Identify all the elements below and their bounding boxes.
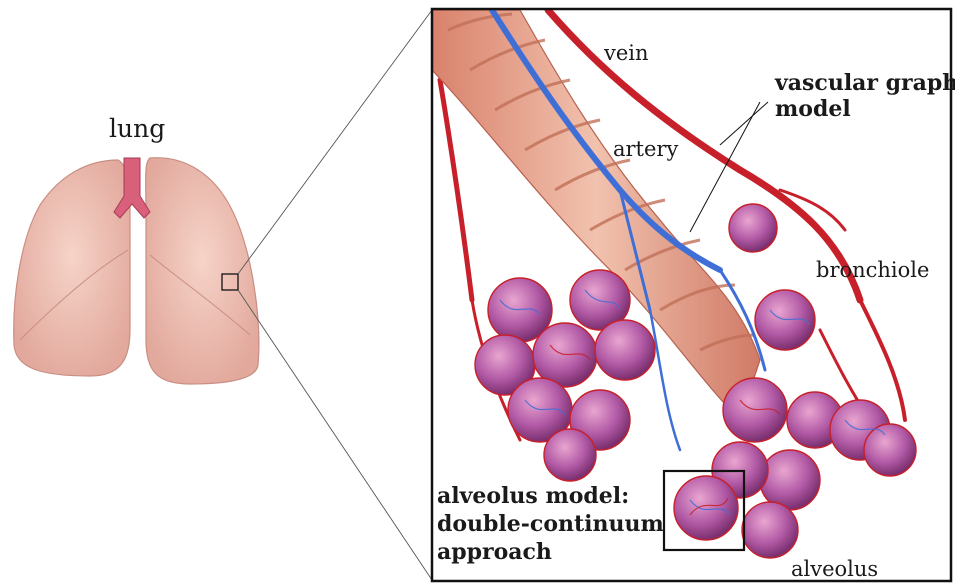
left-lung xyxy=(14,160,130,376)
vascular-graph-model-label-line2: model xyxy=(775,98,851,120)
zoom-line-top xyxy=(238,10,432,274)
zoom-line-bottom xyxy=(238,290,432,580)
alveolus-model-label-line2: double-continuum xyxy=(437,513,664,535)
vein-label: vein xyxy=(604,43,649,64)
lung-illustration xyxy=(14,158,259,384)
vascular-graph-model-label-line1: vascular graph xyxy=(775,72,955,94)
bronchiole-label: bronchiole xyxy=(816,260,929,281)
artery-label: artery xyxy=(613,139,678,160)
right-lung xyxy=(146,158,259,384)
alveolus-label: alveolus xyxy=(791,559,878,580)
lung-label: lung xyxy=(109,116,165,141)
vgm-pointer-2 xyxy=(720,102,768,145)
alveolus-model-label-line1: alveolus model: xyxy=(437,485,629,507)
alveolus-model-label-line3: approach xyxy=(437,541,552,563)
